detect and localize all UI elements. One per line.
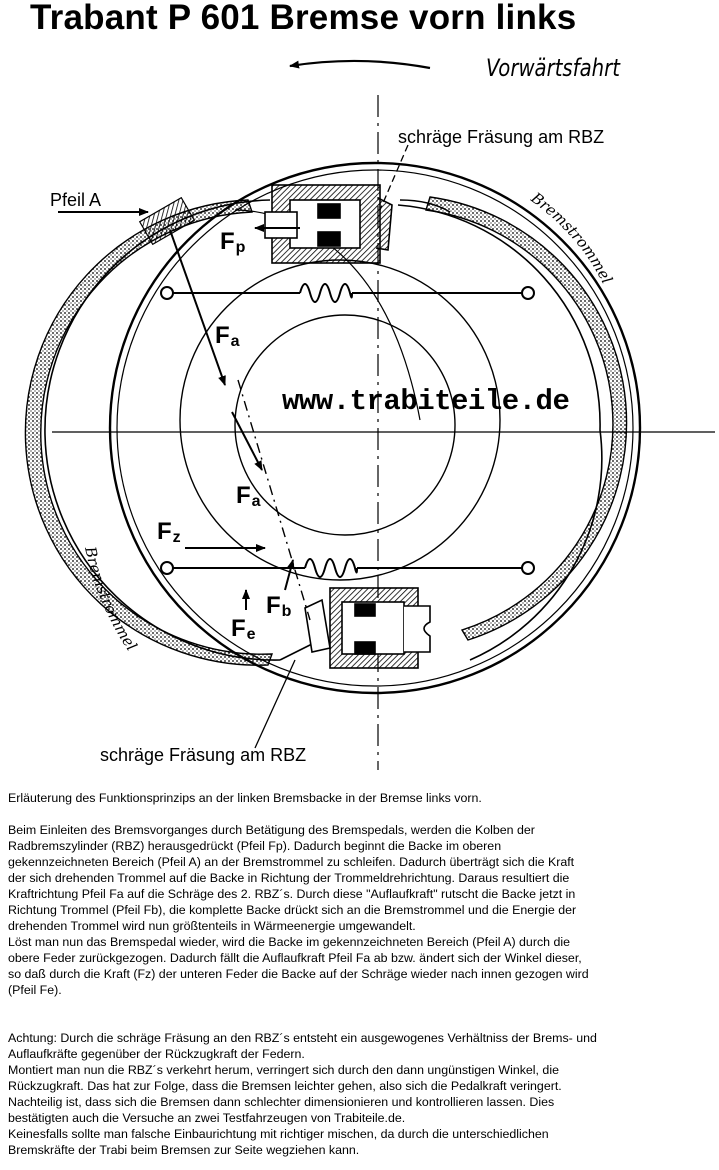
force-arrows (58, 208, 311, 621)
force-label-fe: Fe (231, 615, 256, 643)
right-lining (425, 196, 628, 641)
watermark-url: www.trabiteile.de (282, 385, 570, 418)
force-label-fa-lower: Fa (236, 482, 261, 510)
explanation-paragraph: Beim Einleiten des Bremsvorganges durch … (8, 822, 713, 998)
body-line: der sich drehenden Trommel auf die Backe… (8, 871, 570, 885)
drum-inner-ring (116, 169, 634, 687)
label-rbz-bottom: schräge Fräsung am RBZ (100, 745, 307, 765)
direction-label: Vorwärtsfahrt (486, 54, 620, 82)
note-line: Nachteilig ist, dass sich die Bremsen da… (8, 1095, 555, 1109)
body-line: so daß durch die Kraft (Fz) der unteren … (8, 967, 589, 981)
pfeil-a-zone (138, 196, 196, 246)
lower-return-spring (160, 558, 535, 578)
arrow-fa-lower (231, 411, 263, 471)
note-line: Auflaufkräfte gegenüber der Rückzugkraft… (8, 1047, 305, 1061)
hub-circle-outer (179, 259, 501, 581)
body-line: drehenden Trommel wird nun größtenteils … (8, 919, 416, 933)
note-line: Rückzugkraft. Das hat zur Folge, dass di… (8, 1079, 562, 1093)
force-label-fp: Fp (220, 228, 246, 256)
lower-wheel-cylinder (304, 587, 431, 669)
drum-label-right: Bremstrommel (527, 188, 616, 287)
upper-wheel-cylinder (264, 184, 393, 264)
label-rbz-top: schräge Fräsung am RBZ (398, 127, 605, 147)
right-brake-shoe (397, 196, 628, 661)
intro-line: Erläuterung des Funktionsprinzips an der… (8, 791, 482, 805)
arrow-fa-upper (169, 229, 226, 386)
note-line: Achtung: Durch die schräge Fräsung an de… (8, 1031, 597, 1045)
drum-outer-ring (108, 161, 642, 695)
note-line: Bremskräfte der Trabi beim Bremsen zur S… (8, 1143, 360, 1157)
body-line: Kraftrichtung Pfeil Fa auf die Schräge d… (8, 887, 576, 901)
arrow-fb (284, 559, 295, 591)
line-of-action (237, 379, 311, 621)
leader-lines (254, 144, 409, 749)
body-line: gekennzeichneten Bereich (Pfeil A) an de… (8, 855, 575, 869)
drum-label-left: Bremstrommel (81, 544, 141, 654)
hub-circle-inner (234, 314, 456, 536)
note-line: bestätigten auch die Versuche an zwei Te… (8, 1111, 406, 1125)
body-line: Radbremszylinder (RBZ) herausgedrückt (P… (8, 839, 502, 853)
note-line: Montiert man nun die RBZ´s verkehrt heru… (8, 1063, 559, 1077)
brake-diagram: Bremstrommel Bremstrommel (24, 59, 715, 770)
force-label-fa-upper: Fa (215, 322, 240, 350)
body-line: obere Feder zurückgezogen. Dadurch fällt… (8, 951, 582, 965)
page-title: Trabant P 601 Bremse vorn links (30, 0, 577, 37)
rotation-direction-arrow (289, 59, 431, 70)
body-line: Richtung Trommel (Pfeil Fb), die komplet… (8, 903, 577, 917)
body-line: Löst man nun das Bremspedal wieder, wird… (8, 935, 571, 949)
warning-paragraph: Achtung: Durch die schräge Fräsung an de… (8, 1030, 713, 1158)
intro-paragraph: Erläuterung des Funktionsprinzips an der… (8, 790, 713, 806)
body-line: (Pfeil Fe). (8, 983, 62, 997)
force-label-fb: Fb (266, 592, 292, 620)
left-brake-shoe (24, 196, 421, 666)
note-line: Keinesfalls sollte man falsche Einbauric… (8, 1127, 549, 1141)
upper-return-spring (160, 283, 535, 303)
label-pfeil-a: Pfeil A (50, 190, 102, 210)
body-line: Beim Einleiten des Bremsvorganges durch … (8, 823, 535, 837)
force-label-fz: Fz (157, 518, 181, 546)
